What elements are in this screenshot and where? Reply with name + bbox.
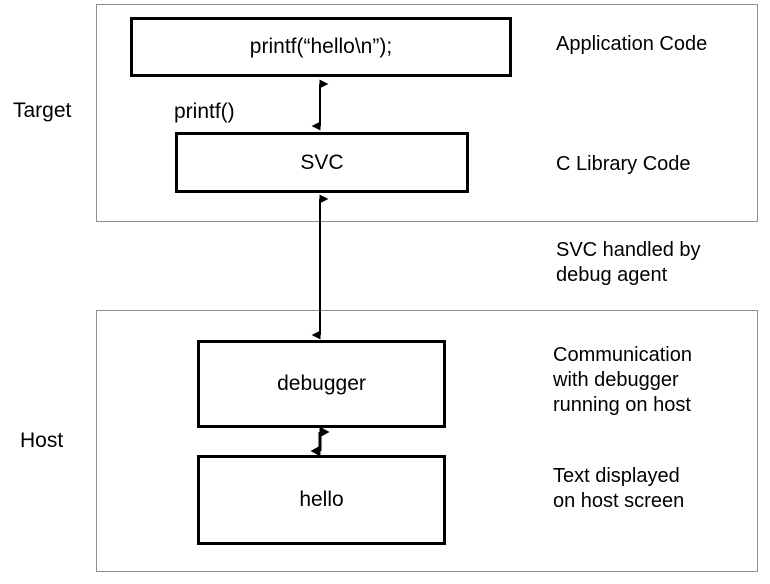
region-label-target: Target [13,99,72,122]
annotation-text-displayed-on-host-screen: Text displayed on host screen [553,465,685,512]
box-debugger: debugger [197,340,446,428]
box-svc: SVC [175,132,469,193]
annotation-c-library-code: C Library Code [556,153,691,175]
annotation-communication-with-debugger: Communication with debugger running on h… [553,344,692,416]
box-svc-label: SVC [300,150,344,174]
annotation-application-code: Application Code [556,33,708,55]
box-application-code: printf(“hello\n”); [130,17,512,77]
edge-label-printf-call: printf() [174,100,235,123]
box-application-code-label: printf(“hello\n”); [249,35,393,59]
box-debugger-label: debugger [277,372,366,396]
annotation-svc-handled-by-debug-agent: SVC handled by debug agent [556,239,701,286]
region-label-host: Host [20,429,64,452]
box-hello: hello [197,455,446,545]
box-hello-label: hello [299,488,344,512]
